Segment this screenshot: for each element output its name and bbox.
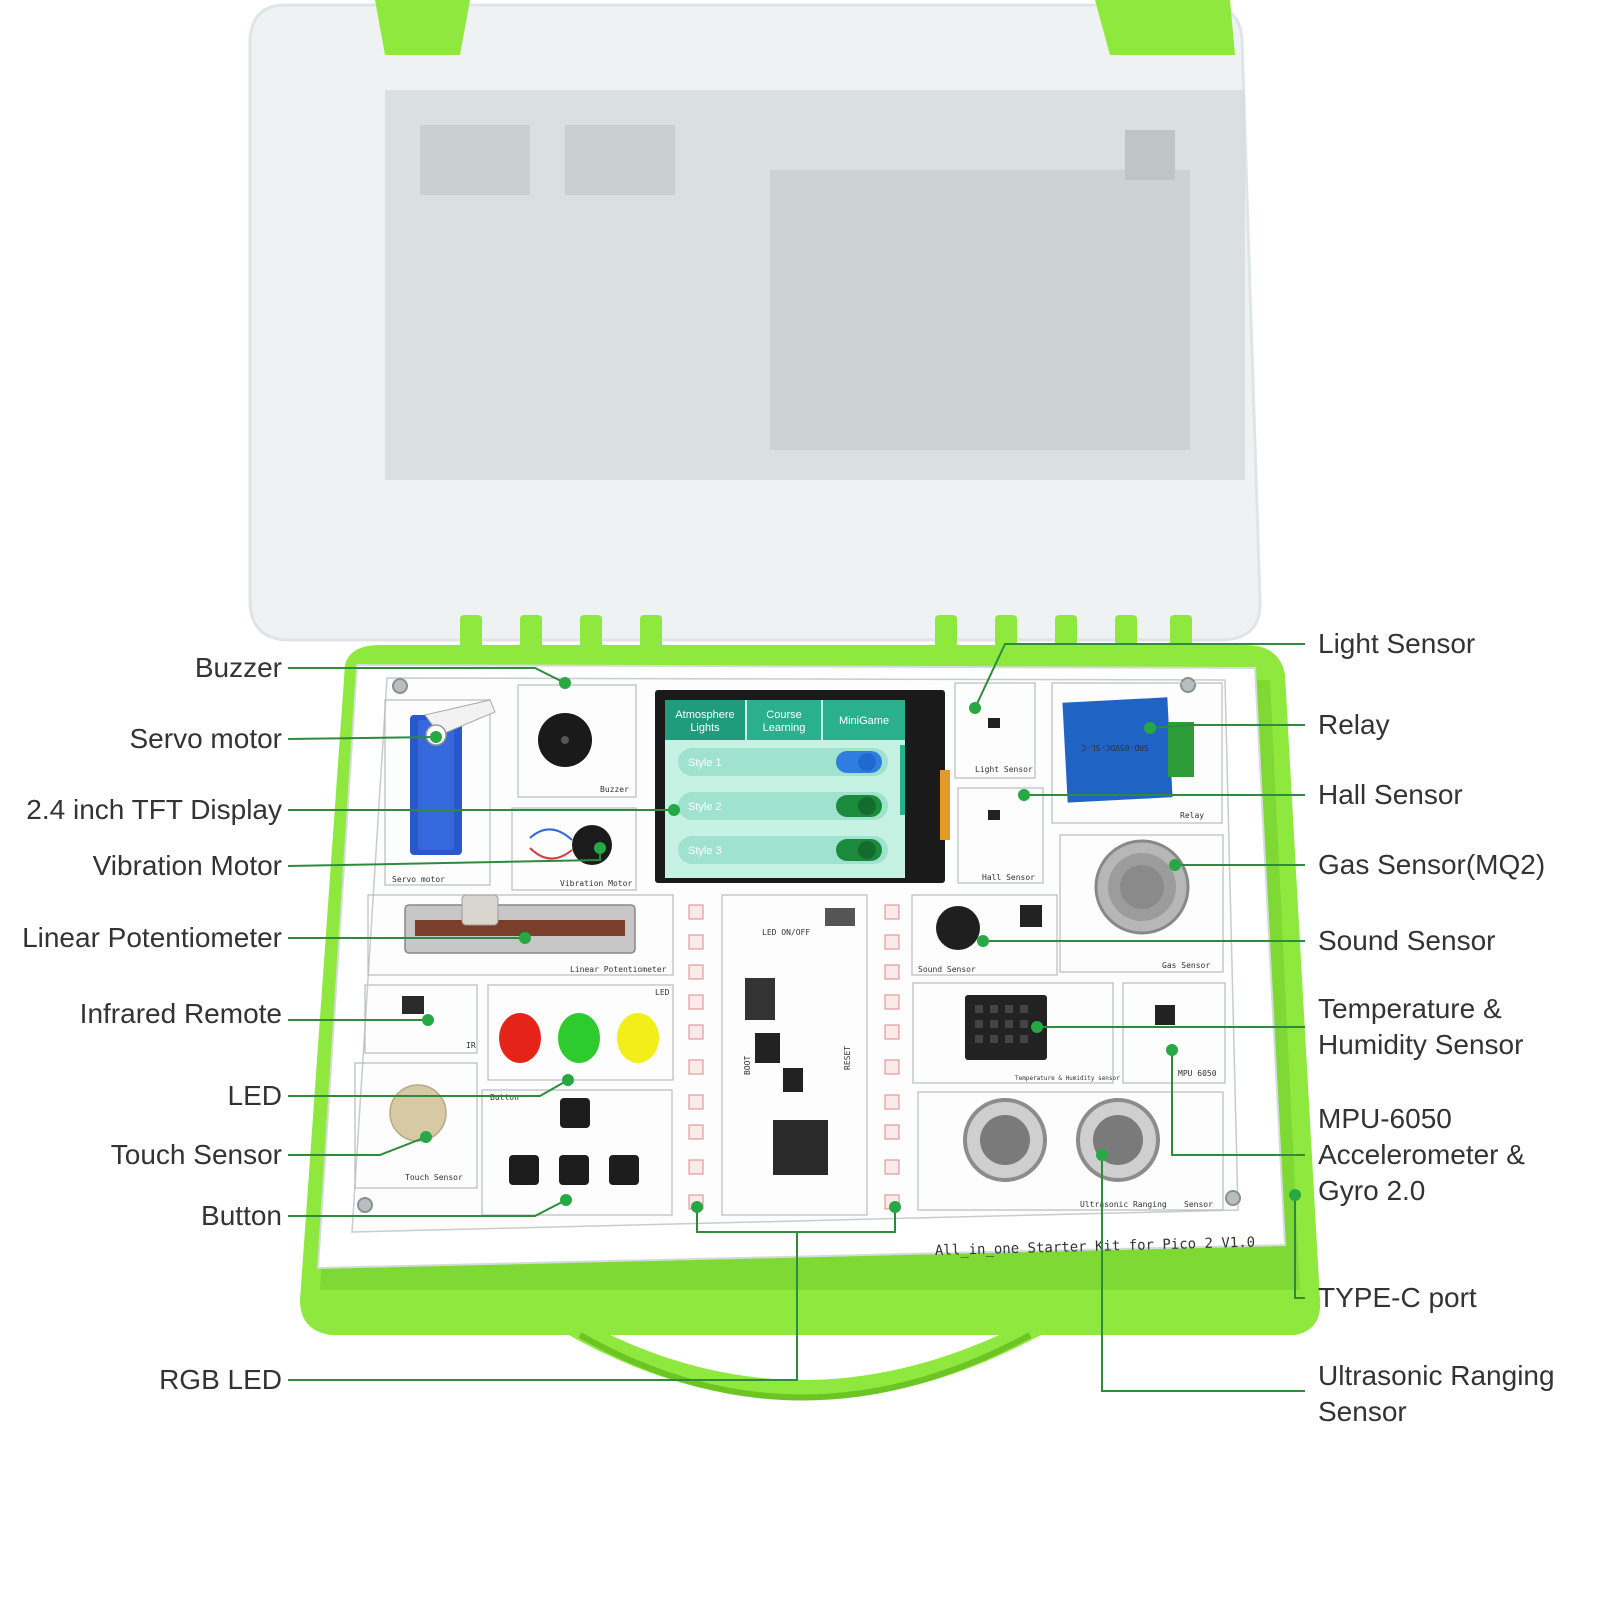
silk-reset: RESET — [843, 1046, 852, 1070]
line-button — [288, 1199, 567, 1217]
vibration-motor-component — [572, 825, 612, 865]
label-infrared-remote: Infrared Remote — [79, 998, 282, 1029]
label-tft-display: 2.4 inch TFT Display — [26, 794, 282, 825]
silk-temp-hum: Temperature & Humidity sensor — [1015, 1075, 1120, 1082]
silk-gas: Gas Sensor — [1162, 961, 1210, 970]
line-ultrasonic — [1101, 1155, 1305, 1392]
line-mpu — [1171, 1050, 1305, 1156]
label-light-sensor: Light Sensor — [1318, 628, 1476, 659]
microphone — [936, 906, 980, 950]
screen-tab-1-line1: Atmosphere — [675, 709, 734, 721]
label-relay: Relay — [1318, 709, 1390, 740]
label-button: Button — [201, 1200, 282, 1231]
silk-button: Button — [490, 1093, 519, 1102]
label-led: LED — [227, 1080, 282, 1111]
line-led — [288, 1079, 569, 1097]
screen-tab-3: MiniGame — [839, 715, 889, 727]
label-ultrasonic-ranging-sensor: Ultrasonic Ranging Sensor — [1318, 1360, 1555, 1427]
relay-component: SRD-05VDC-SL-C — [1062, 697, 1194, 803]
screen-tab-1-line2: Lights — [690, 722, 720, 734]
screen-style-2: Style 2 — [688, 801, 722, 813]
line-servo — [287, 736, 437, 740]
label-rgb-led: RGB LED — [159, 1364, 282, 1395]
callout-lines — [287, 643, 1305, 1392]
silk-led-onoff: LED ON/OFF — [762, 928, 810, 937]
silk-light: Light Sensor — [975, 765, 1033, 774]
silk-boot: BOOT — [743, 1056, 752, 1075]
gas-sensor-component — [1094, 839, 1190, 935]
label-buzzer: Buzzer — [194, 652, 282, 683]
line-rgb-right — [797, 1207, 896, 1233]
silk-linear-pot: Linear Potentiometer — [570, 965, 667, 974]
silk-hall: Hall Sensor — [982, 873, 1035, 882]
label-temperature-humidity-sensor: Temperature & Humidity Sensor — [1318, 993, 1524, 1060]
silk-led: LED — [655, 988, 670, 997]
label-sound-sensor: Sound Sensor — [1318, 925, 1496, 956]
touch-pad — [389, 1084, 447, 1142]
label-gas-sensor: Gas Sensor(MQ2) — [1318, 849, 1546, 880]
button-components — [509, 1098, 639, 1185]
pcb-board: Atmosphere Lights Course Learning MiniGa… — [316, 663, 1287, 1270]
screen-style-3: Style 3 — [688, 845, 722, 857]
screen-tab-2-line2: Learning — [763, 722, 806, 734]
label-mpu6050: MPU-6050 Accelerometer & Gyro 2.0 — [1318, 1103, 1525, 1206]
silkscreen-labels: Buzzer Servo motor Vibration Motor Linea… — [392, 765, 1217, 1209]
led-components — [499, 1013, 659, 1063]
line-typec — [1294, 1195, 1305, 1299]
tft-display: Atmosphere Lights Course Learning MiniGa… — [655, 690, 950, 883]
silk-sensor-tag: Sensor — [1184, 1200, 1213, 1209]
silk-ir: IR — [466, 1041, 476, 1050]
dht-sensor — [965, 995, 1047, 1060]
screen-tab-2-line1: Course — [766, 709, 801, 721]
label-hall-sensor: Hall Sensor — [1318, 779, 1463, 810]
silk-vibration: Vibration Motor — [560, 879, 632, 888]
label-type-c-port: TYPE-C port — [1318, 1282, 1477, 1313]
silk-mpu: MPU 6050 — [1178, 1069, 1217, 1078]
silk-ultrasonic: Ultrasonic Ranging — [1080, 1200, 1167, 1209]
label-servo-motor: Servo motor — [129, 723, 283, 754]
servo-motor — [410, 699, 496, 855]
callout-dots — [420, 677, 1301, 1213]
line-relay — [1149, 724, 1305, 729]
silk-servo: Servo motor — [392, 875, 445, 884]
line-buzzer — [288, 667, 566, 684]
label-touch-sensor: Touch Sensor — [110, 1139, 282, 1170]
ultrasonic-component — [963, 1098, 1160, 1182]
mcu-chip — [773, 1120, 828, 1175]
line-touch — [288, 1136, 427, 1156]
line-light — [974, 643, 1305, 709]
silk-sound: Sound Sensor — [918, 965, 976, 974]
label-linear-potentiometer: Linear Potentiometer — [22, 922, 282, 953]
relay-model: SRD-05VDC-SL-C — [1081, 743, 1149, 752]
silk-buzzer: Buzzer — [600, 785, 629, 794]
screen-style-1: Style 1 — [688, 757, 722, 769]
case-lid — [248, 0, 1262, 655]
linear-potentiometer-component — [404, 894, 636, 954]
silk-touch: Touch Sensor — [405, 1173, 463, 1182]
label-vibration-motor: Vibration Motor — [92, 850, 282, 881]
silk-relay: Relay — [1180, 811, 1204, 820]
